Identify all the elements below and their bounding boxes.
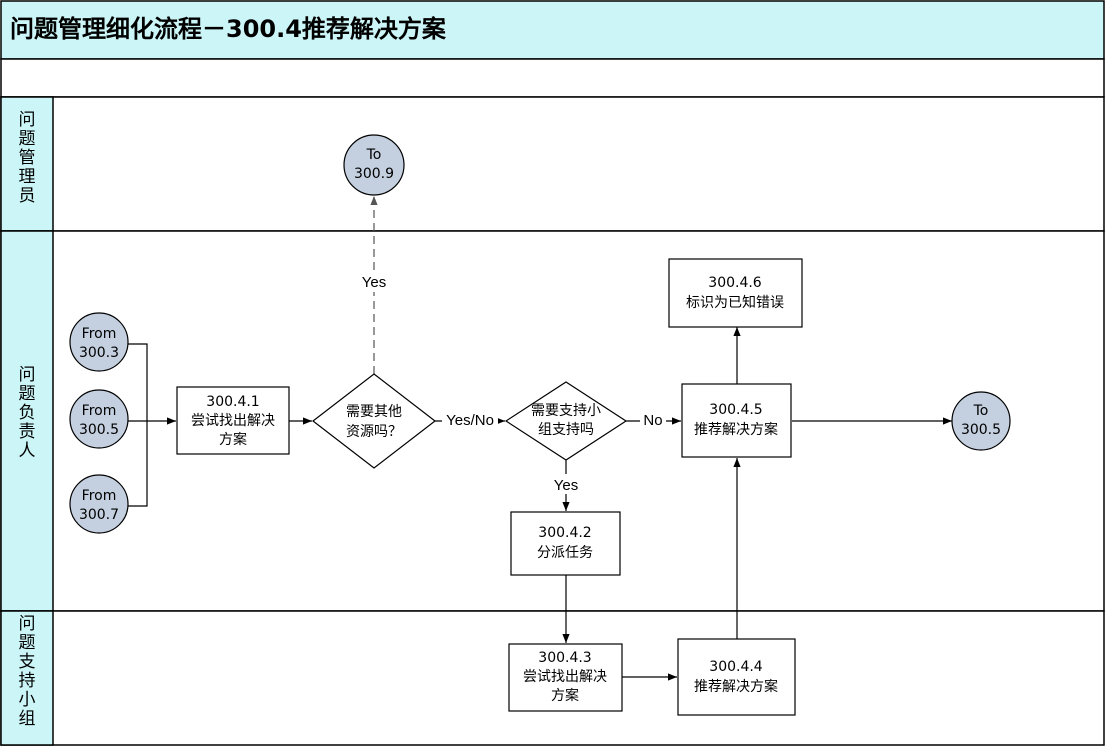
lane-header-support: [0, 610, 54, 746]
svg-text:From: From: [82, 403, 117, 419]
process-300-4-1: 300.4.1 尝试找出解决 方案: [176, 386, 290, 455]
process-300-4-5: 300.4.5 推荐解决方案: [681, 383, 792, 458]
svg-text:300.4.2: 300.4.2: [538, 525, 591, 541]
svg-text:300.4.5: 300.4.5: [709, 402, 762, 418]
connector-to-300-9: To 300.9: [343, 134, 405, 196]
page-title: 问题管理细化流程－300.4推荐解决方案: [10, 15, 447, 43]
edge-label-no: No: [643, 412, 662, 429]
title-bar: [0, 0, 1105, 60]
connector-from-300-7: From 300.7: [69, 474, 129, 534]
svg-text:需要其他: 需要其他: [346, 404, 402, 420]
svg-text:To: To: [973, 403, 989, 419]
svg-text:需要支持小: 需要支持小: [531, 403, 601, 419]
subheader-bar: [0, 58, 1105, 98]
svg-text:推荐解决方案: 推荐解决方案: [694, 678, 778, 695]
svg-text:尝试找出解决: 尝试找出解决: [191, 413, 275, 429]
svg-text:分派任务: 分派任务: [537, 545, 593, 561]
edge-label-yes-up: Yes: [362, 274, 386, 291]
svg-text:300.3: 300.3: [79, 345, 119, 361]
svg-text:300.4.6: 300.4.6: [708, 275, 762, 291]
svg-text:300.9: 300.9: [354, 166, 394, 182]
process-300-4-4: 300.4.4 推荐解决方案: [677, 638, 796, 716]
lane-label-support: 问题支持小组: [19, 614, 36, 729]
svg-text:推荐解决方案: 推荐解决方案: [694, 421, 778, 438]
svg-text:尝试找出解决: 尝试找出解决: [523, 669, 607, 685]
svg-text:To: To: [366, 147, 382, 163]
edge-label-yes-no: Yes/No: [446, 412, 494, 429]
svg-text:300.7: 300.7: [79, 507, 119, 523]
decision-need-support: 需要支持小 组支持吗: [504, 381, 628, 461]
swimlane-manager: 问题管理员: [0, 96, 1105, 232]
svg-text:方案: 方案: [219, 431, 247, 448]
svg-text:方案: 方案: [551, 687, 579, 704]
lane-label-owner: 问题负责人: [19, 365, 36, 461]
process-300-4-2: 300.4.2 分派任务: [510, 511, 621, 576]
svg-text:300.5: 300.5: [79, 422, 119, 438]
edge-label-yes-down: Yes: [554, 477, 578, 494]
lane-label-manager: 问题管理员: [19, 110, 36, 206]
process-300-4-3: 300.4.3 尝试找出解决 方案: [508, 643, 623, 712]
svg-text:资源吗？: 资源吗？: [346, 424, 402, 440]
connector-to-300-5: To 300.5: [951, 391, 1011, 451]
connector-from-300-5: From 300.5: [69, 389, 129, 449]
lane-header-owner: [0, 230, 54, 612]
process-300-4-6: 300.4.6 标识为已知错误: [668, 258, 803, 328]
decision-other-resources: 需要其他 资源吗？: [312, 373, 436, 469]
svg-text:300.4.1: 300.4.1: [206, 394, 259, 410]
connector-from-300-3: From 300.3: [69, 312, 129, 372]
svg-text:From: From: [82, 326, 117, 342]
svg-text:组支持吗: 组支持吗: [538, 422, 594, 438]
svg-text:300.5: 300.5: [961, 422, 1001, 438]
svg-text:From: From: [82, 488, 117, 504]
svg-text:300.4.3: 300.4.3: [538, 650, 591, 666]
lane-header-manager: [0, 96, 54, 232]
svg-text:300.4.4: 300.4.4: [709, 659, 763, 675]
svg-text:标识为已知错误: 标识为已知错误: [686, 294, 784, 311]
